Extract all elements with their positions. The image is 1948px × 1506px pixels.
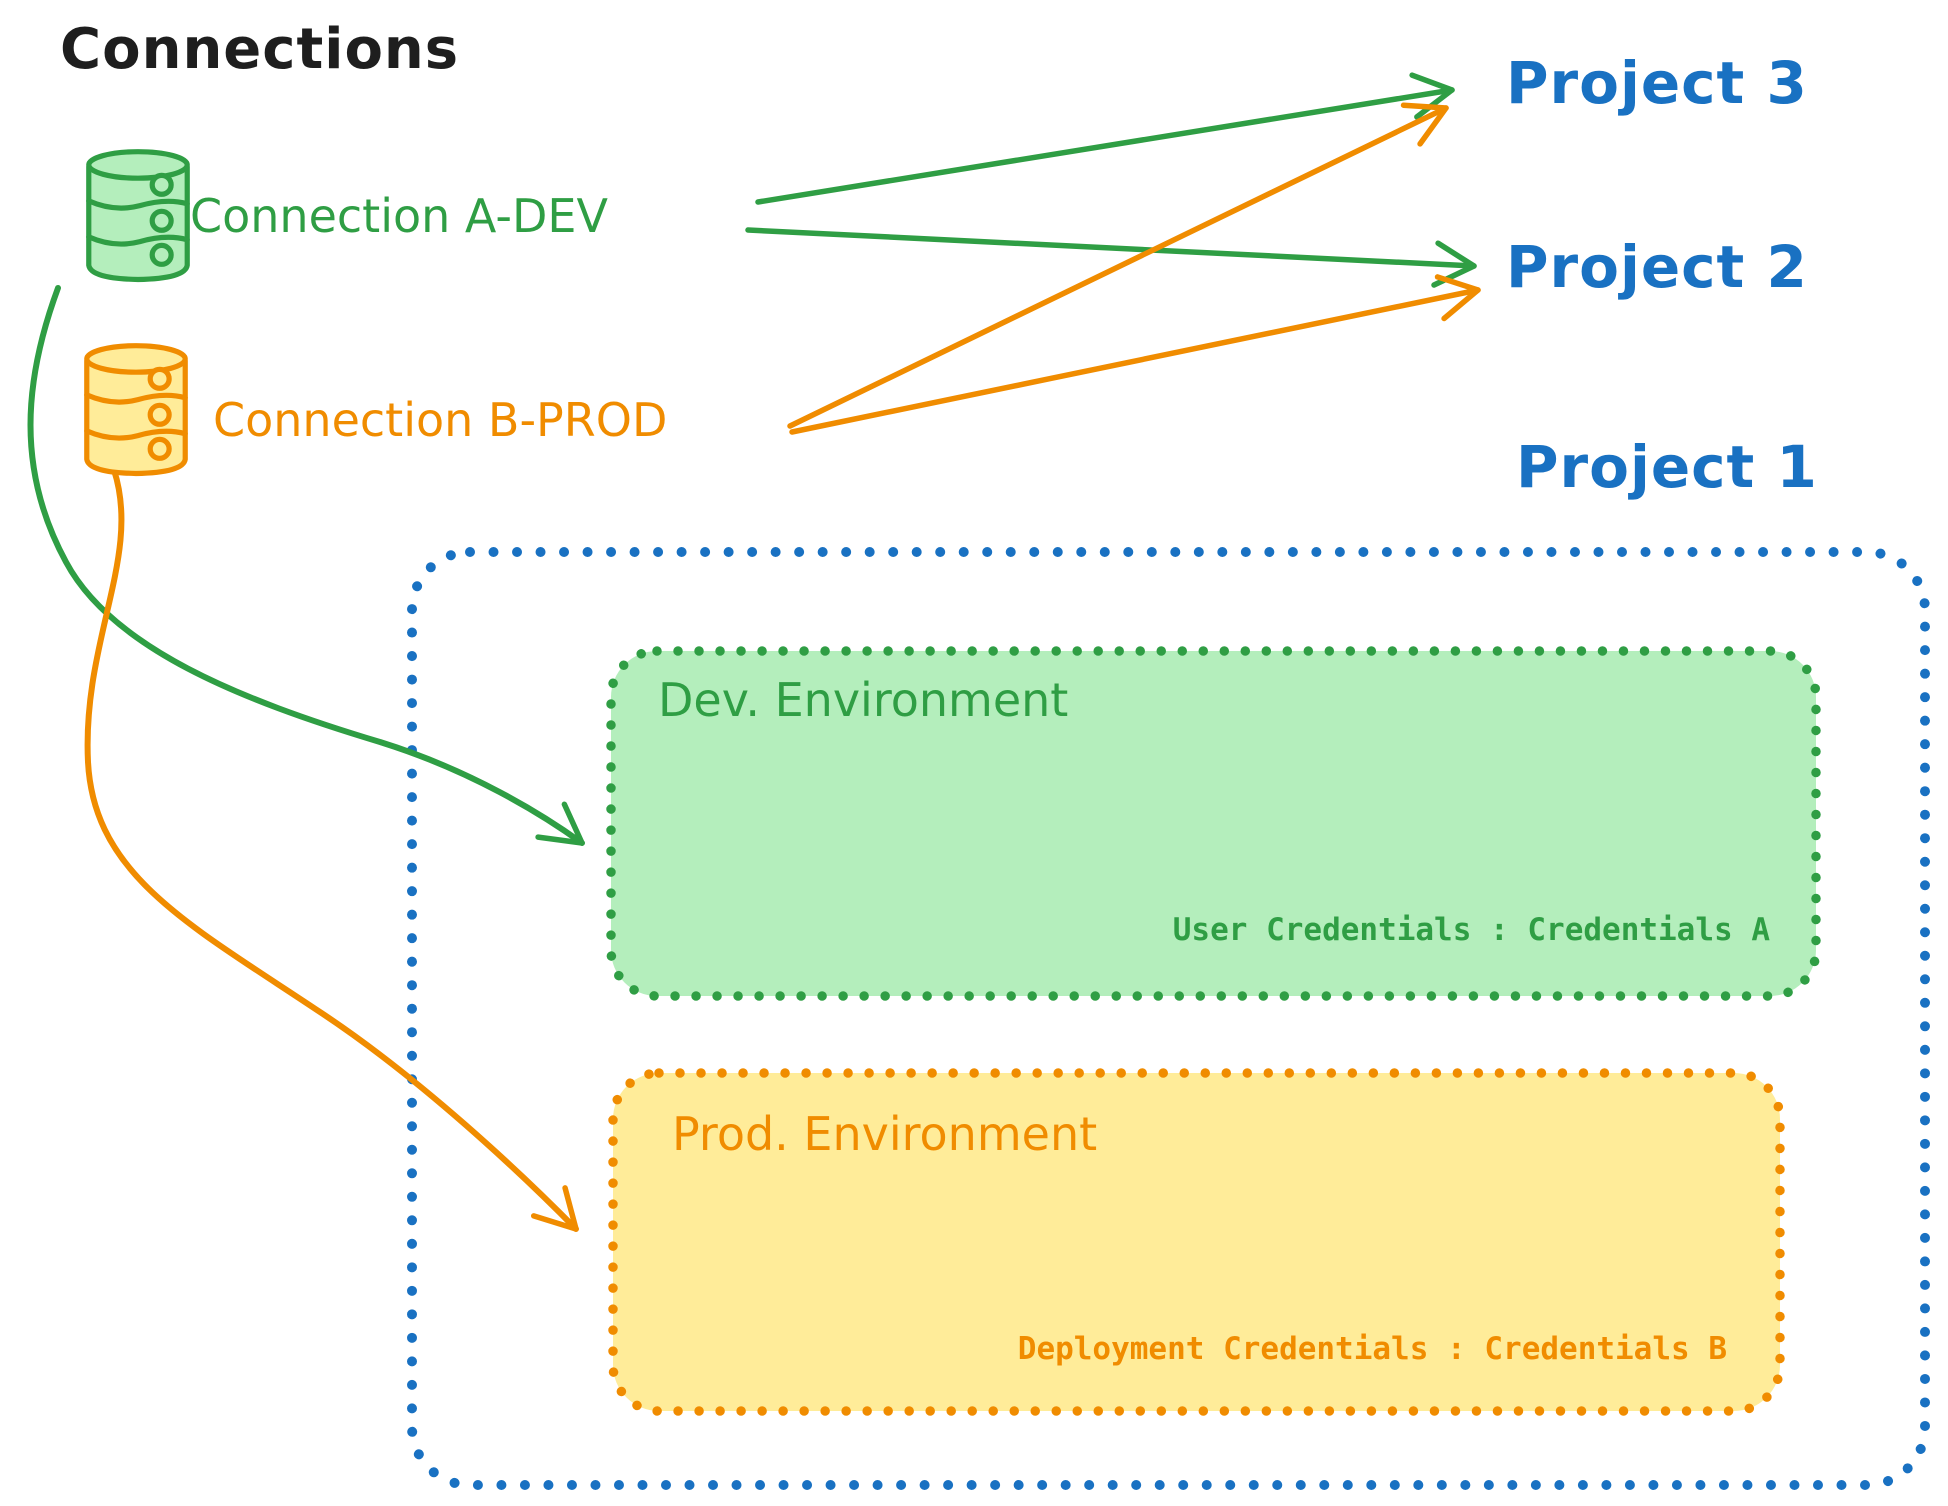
prod-environment-box: [608, 1068, 1785, 1416]
prod-environment-credentials: Deployment Credentials : Credentials B: [1017, 1331, 1727, 1367]
dev-environment-credentials: User Credentials : Credentials A: [1172, 912, 1770, 948]
project-3-label: Project 3: [1506, 49, 1808, 117]
arrow-b-prod-to-project-3: [787, 102, 1449, 429]
database-icon-dev: [86, 149, 190, 283]
arrow-b-prod-to-project-2: [789, 274, 1481, 435]
arrow-b-prod-to-prod-environment: [84, 467, 579, 1232]
connection-b-prod-label: Connection B-PROD: [213, 393, 668, 447]
dev-environment-box: [606, 646, 1821, 1001]
dev-environment-title: Dev. Environment: [658, 673, 1069, 727]
connection-a-dev-label: Connection A-DEV: [190, 189, 608, 243]
project-2-label: Project 2: [1506, 233, 1808, 301]
project-1-label: Project 1: [1516, 433, 1818, 501]
database-icon-prod: [84, 343, 188, 477]
arrow-a-dev-to-project-2: [745, 227, 1477, 288]
diagram-title: Connections: [60, 17, 460, 82]
arrow-a-dev-to-project-3: [755, 72, 1455, 205]
prod-environment-title: Prod. Environment: [672, 1107, 1098, 1161]
arrow-a-dev-to-dev-environment: [27, 285, 585, 846]
